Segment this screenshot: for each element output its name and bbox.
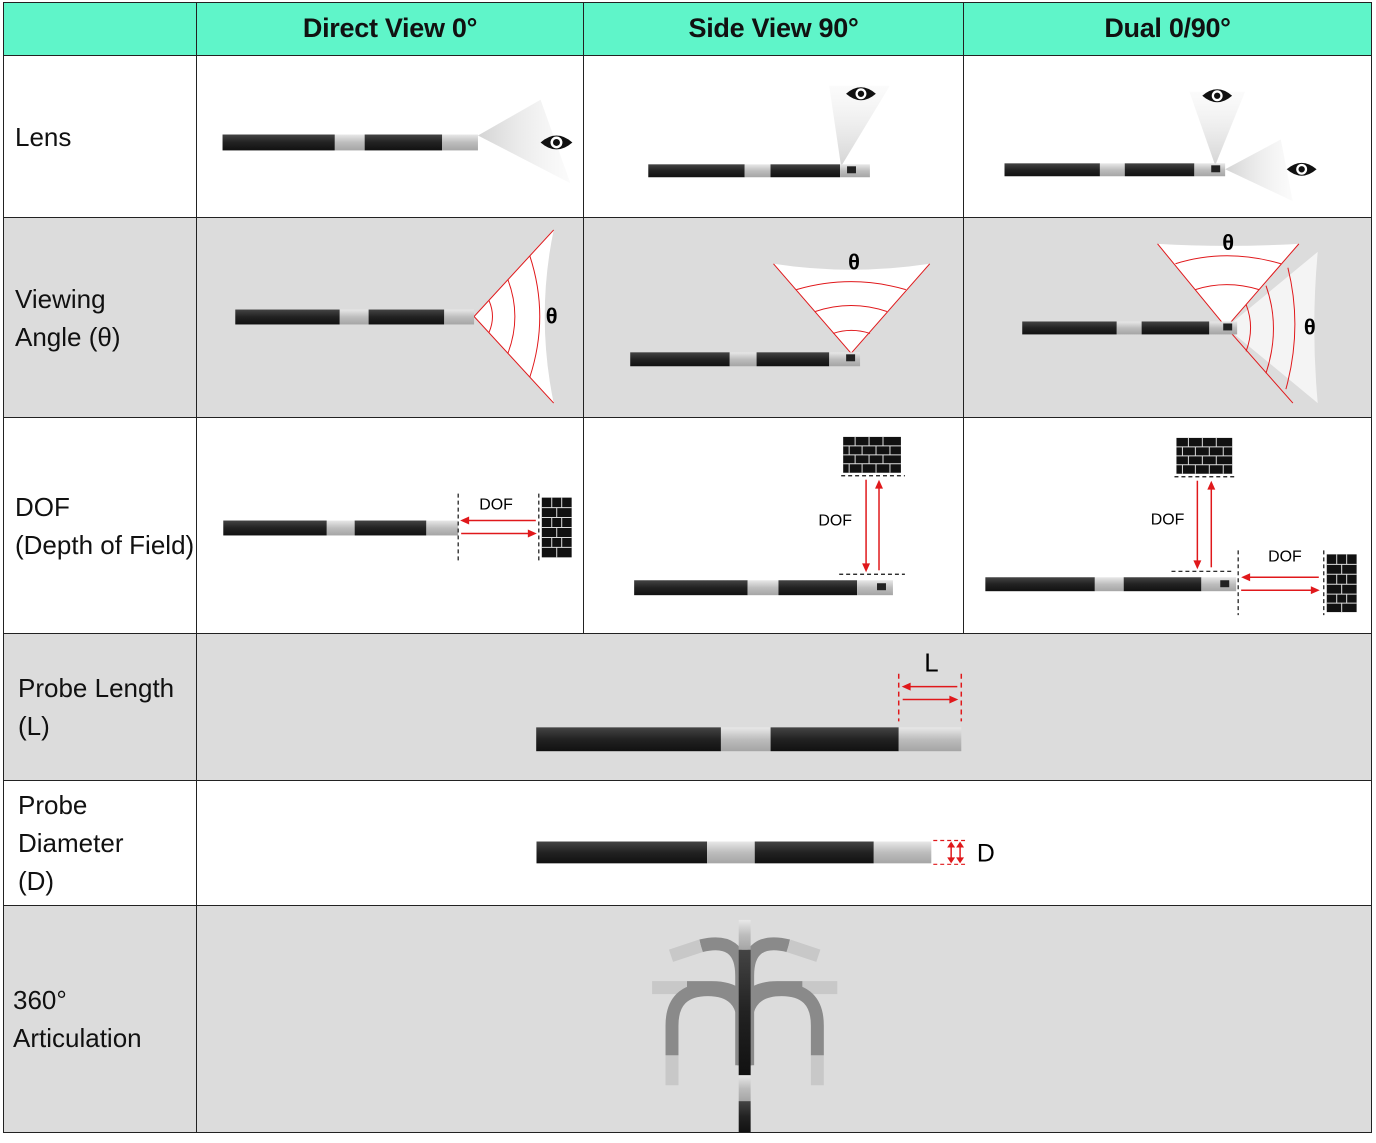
row-label-lens: Lens	[3, 56, 197, 218]
viewing-angle-label-line1: Viewing	[15, 283, 106, 314]
header-dual-view: Dual 0/90°	[964, 2, 1372, 56]
probe-diameter-label-line1: Probe Diameter	[18, 790, 124, 858]
endoscope-comparison-table: Direct View 0° Side View 90° Dual 0/90° …	[3, 2, 1372, 1133]
view-beam	[829, 85, 890, 167]
cell-probe-diameter: D	[197, 781, 1372, 906]
probe-diameter-diagram: D	[536, 839, 995, 867]
eye-icon	[1286, 162, 1317, 176]
dof-direct-diagram: DOF	[223, 493, 572, 562]
header-side-view-text: Side View 90°	[688, 13, 859, 43]
probe-tube	[222, 134, 478, 151]
dof-text: DOF	[818, 513, 852, 530]
probe-tube	[1022, 321, 1238, 335]
cell-probe-length: L	[197, 634, 1372, 781]
lens-label: Lens	[15, 121, 72, 152]
cell-articulation	[197, 906, 1372, 1133]
probe-tube	[536, 841, 932, 864]
dof-side-diagram: DOF	[634, 436, 905, 596]
header-direct-view: Direct View 0°	[197, 2, 584, 56]
probe-tube	[536, 727, 962, 752]
length-symbol: L	[924, 650, 938, 678]
cell-lens-side	[584, 56, 964, 218]
cell-lens-direct	[197, 56, 584, 218]
dof-label-line1: DOF	[15, 491, 70, 522]
view-cone	[773, 263, 930, 354]
probe-length-label-line1: Probe Length	[18, 673, 175, 703]
probe-tube	[235, 309, 475, 325]
probe-tube	[1004, 163, 1226, 177]
lens-dual-diagram	[1004, 89, 1317, 202]
header-side-view: Side View 90°	[584, 2, 964, 56]
brick-wall-icon	[843, 436, 901, 473]
dof-label-line2: (Depth of Field)	[15, 529, 195, 560]
view-beam-forward	[1225, 139, 1293, 202]
probe-length-diagram: L	[536, 650, 963, 752]
cell-dof-direct: DOF	[197, 418, 584, 634]
probe-diameter-label-line2: (D)	[18, 866, 55, 896]
brick-wall-icon	[541, 497, 572, 558]
cell-angle-side: θ	[584, 218, 964, 418]
probe-tube	[223, 520, 459, 536]
cell-angle-direct: θ	[197, 218, 584, 418]
probe-tube	[630, 352, 861, 367]
theta-symbol-up: θ	[1222, 230, 1234, 255]
brick-wall-icon	[1176, 437, 1233, 474]
view-cone	[474, 229, 554, 404]
dof-text: DOF	[479, 497, 513, 514]
cell-angle-dual: θ θ	[964, 218, 1372, 418]
header-corner	[3, 2, 197, 56]
articulation-label-line2: Articulation	[13, 1023, 142, 1053]
diameter-symbol: D	[977, 840, 995, 867]
row-label-probe-length: Probe Length (L)	[3, 634, 197, 781]
row-label-articulation: 360° Articulation	[3, 906, 197, 1133]
row-label-dof: DOF (Depth of Field)	[3, 418, 197, 634]
probe-length-label-line2: (L)	[18, 711, 50, 741]
row-label-probe-diameter: Probe Diameter (D)	[3, 781, 197, 906]
lens-side-diagram	[648, 85, 890, 178]
lens-direct-diagram	[222, 99, 573, 184]
row-label-viewing-angle: Viewing Angle (θ)	[3, 218, 197, 418]
articulation-diagram	[652, 919, 838, 1132]
brick-wall-icon	[1326, 554, 1357, 613]
view-cone-up	[1157, 243, 1299, 328]
dof-text-forward: DOF	[1268, 548, 1302, 565]
cell-dof-dual: DOF DOF	[964, 418, 1372, 634]
viewing-angle-label-line2: Angle (θ)	[15, 321, 121, 352]
header-direct-view-text: Direct View 0°	[302, 13, 478, 43]
dof-text-up: DOF	[1151, 512, 1185, 529]
theta-symbol: θ	[848, 250, 860, 275]
eye-icon	[1202, 89, 1233, 103]
eye-icon	[540, 135, 573, 150]
probe-tube	[985, 577, 1237, 592]
theta-symbol-forward: θ	[1304, 314, 1316, 339]
cell-dof-side: DOF	[584, 418, 964, 634]
view-beam-up	[1189, 91, 1246, 166]
view-beam	[477, 99, 571, 184]
probe-tube	[738, 919, 751, 1132]
angle-side-diagram: θ	[630, 250, 931, 367]
angle-dual-diagram: θ θ	[1022, 230, 1318, 404]
cell-lens-dual	[964, 56, 1372, 218]
articulation-label-line1: 360°	[13, 985, 67, 1015]
eye-icon	[846, 87, 876, 101]
dof-dual-diagram: DOF DOF	[985, 437, 1357, 616]
probe-tube	[634, 580, 893, 596]
view-cone-forward	[1226, 251, 1318, 404]
probe-tube	[648, 164, 870, 178]
angle-direct-diagram: θ	[235, 229, 558, 404]
theta-symbol: θ	[546, 303, 558, 328]
header-dual-view-text: Dual 0/90°	[1104, 13, 1231, 43]
